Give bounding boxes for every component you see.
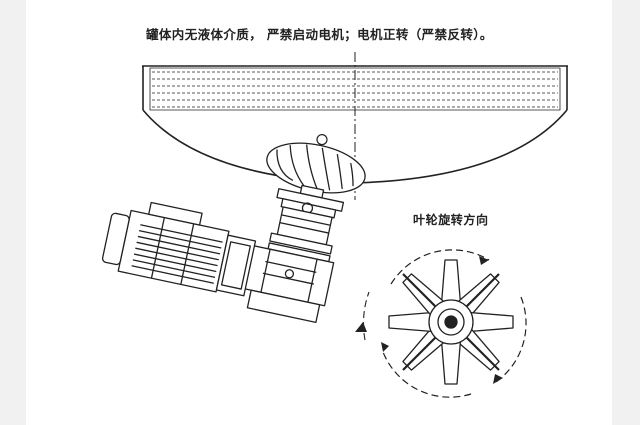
rotation-arrows <box>382 249 527 398</box>
impeller-rotation-label: 叶轮旋转方向 <box>413 213 489 227</box>
warning-note: 罐体内无液体介质， 严禁启动电机；电机正转（严禁反转）。 <box>146 27 493 42</box>
mixer-assembly <box>101 134 366 323</box>
tank-flange <box>267 188 345 263</box>
impeller-shaft <box>444 315 458 329</box>
impeller-rotation-diagram <box>355 249 527 398</box>
impeller-head <box>266 134 366 199</box>
gearbox <box>243 245 335 323</box>
electric-motor <box>101 201 257 297</box>
